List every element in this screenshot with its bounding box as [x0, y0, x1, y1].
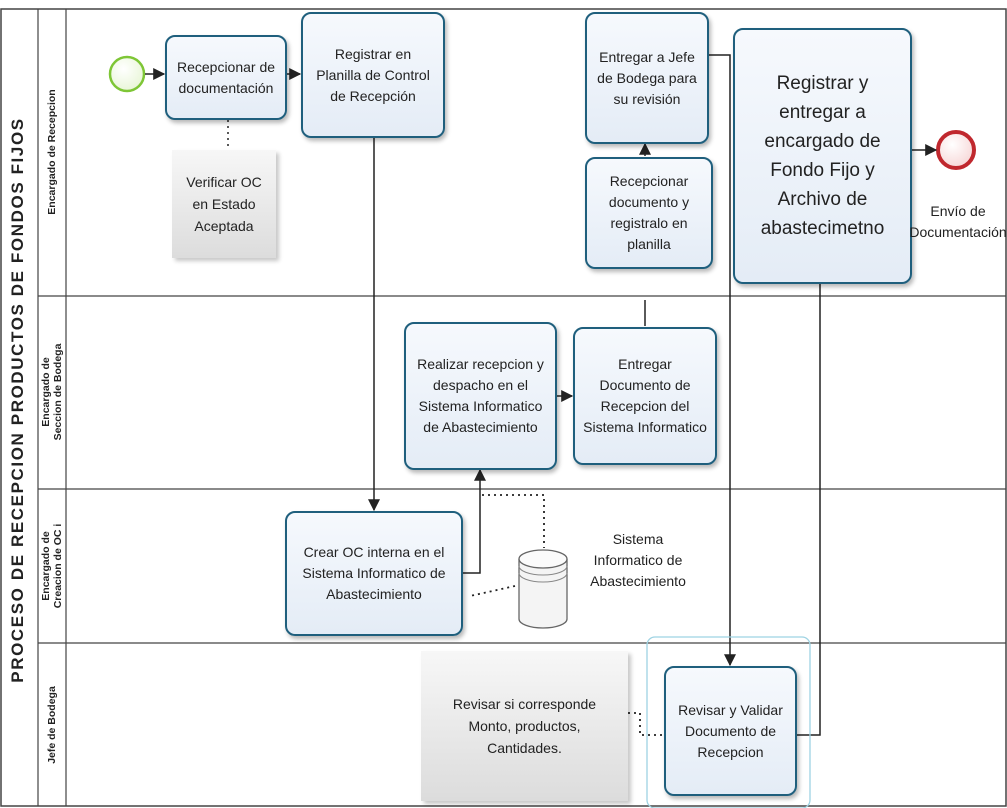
- start-event: [108, 55, 146, 93]
- flow-crear-oc-to-realizar: [463, 468, 486, 574]
- datastore-label: Sistema Informatico de Abastecimiento: [590, 531, 686, 589]
- task-registrar-entregar-fondo-fijo[interactable]: Registrar y entregar a encargado de Fond…: [733, 28, 912, 284]
- association-datastore-to-realizar: [482, 494, 545, 548]
- task-realizar-recepcion-despacho[interactable]: Realizar recepcion y despacho en el Sist…: [404, 322, 557, 470]
- pool-frame: [0, 8, 1007, 807]
- task-entregar-documento-recepcion[interactable]: Entregar Documento de Recepcion del Sist…: [573, 327, 717, 465]
- task-registrar-planilla[interactable]: Registrar en Planilla de Control de Rece…: [301, 12, 445, 138]
- flow-entregar-jefe-to-revisar: [709, 54, 736, 667]
- flow-revisar-to-registrar-entregar: [797, 262, 826, 736]
- task-recepcionar-documentacion[interactable]: Recepcionar de documentación: [165, 35, 287, 120]
- task-revisar-validar-documento[interactable]: Revisar y Validar Documento de Recepcion: [664, 666, 797, 796]
- note-verificar-oc: Verificar OC en Estado Aceptada: [172, 150, 276, 258]
- end-event: [936, 130, 976, 170]
- end-event-label: Envío de Documentación: [909, 203, 1007, 240]
- pool-title-text: PROCESO DE RECEPCION PRODUCTOS DE FONDOS…: [8, 117, 27, 683]
- task-entregar-jefe-bodega[interactable]: Entregar a Jefe de Bodega para su revisi…: [585, 12, 709, 144]
- note-revisar-corresponde: Revisar si corresponde Monto, productos,…: [421, 651, 628, 801]
- task-crear-oc-interna[interactable]: Crear OC interna en el Sistema Informati…: [285, 511, 463, 636]
- selection-highlight: [646, 636, 811, 808]
- task-recepcionar-documento-planilla[interactable]: Recepcionar documento y registralo en pl…: [585, 157, 713, 269]
- association-datastore-to-crear-oc: [469, 585, 516, 597]
- association-revisar-corresponde: [628, 712, 664, 736]
- datastore-cylinder: [518, 549, 568, 629]
